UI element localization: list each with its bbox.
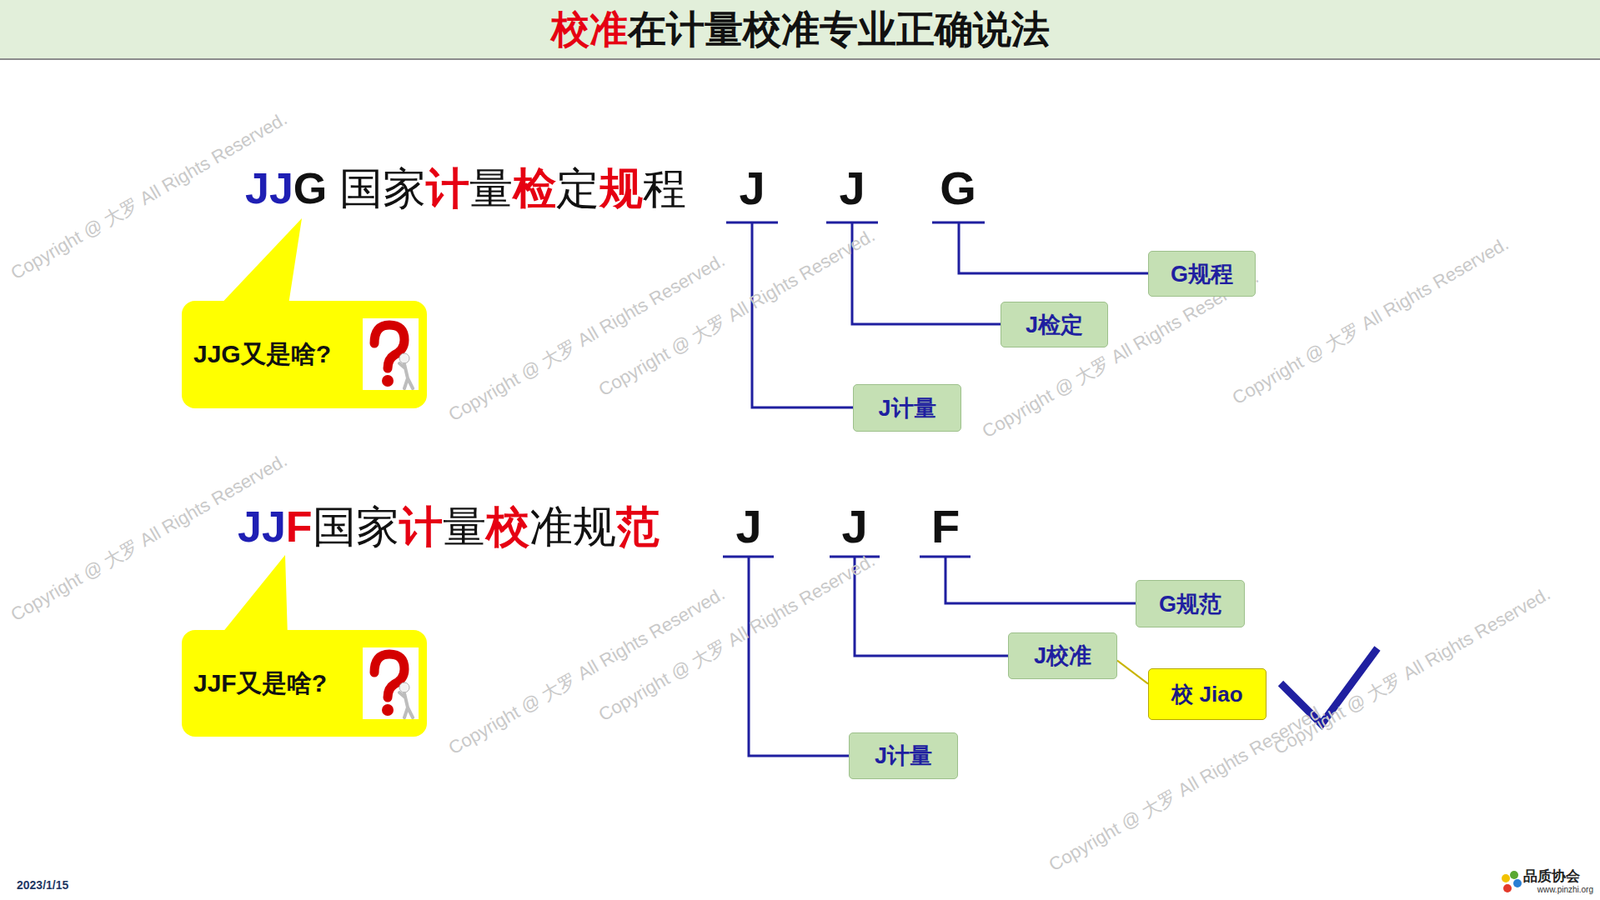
glyph: 准 (781, 7, 820, 51)
title-bar: 校准在计量校准专业正确说法 (0, 0, 1600, 61)
glyph: 程 (642, 164, 687, 213)
glyph: 定 (556, 164, 600, 213)
logo-text: 品质协会 (1523, 867, 1580, 887)
term-box: J计量 (848, 732, 958, 780)
question-callout: JJG又是啥? (181, 300, 427, 409)
code-letter: J (838, 165, 865, 212)
glyph: 量 (442, 502, 487, 552)
glyph: 国 (312, 502, 357, 552)
leader-line (854, 556, 1009, 657)
glyph: 规 (599, 164, 643, 213)
glyph: G (293, 164, 327, 213)
term-box: J校准 (1008, 632, 1118, 680)
glyph: 国 (339, 164, 383, 213)
logo-mark (1501, 871, 1522, 893)
code-letter: F (931, 503, 960, 551)
connector (1117, 661, 1149, 685)
glyph: 量 (704, 7, 743, 51)
term-box: G规程 (1148, 250, 1256, 297)
glyph: J (261, 502, 286, 552)
glyph: J (245, 164, 270, 213)
standard-heading: JJG 国家计量检定规程 (245, 163, 687, 214)
box-text: G规程 (1170, 259, 1234, 290)
callout-tail (215, 218, 302, 311)
glyph: 业 (857, 7, 897, 51)
glyph (326, 164, 339, 213)
box-text: J检定 (1025, 310, 1084, 341)
glyph: 校 (551, 7, 590, 51)
glyph: 专 (819, 7, 858, 51)
glyph: 说 (973, 7, 1012, 51)
callout-tail (218, 555, 288, 638)
question-callout: JJF又是啥? (181, 630, 427, 738)
term-box: J检定 (1000, 301, 1109, 348)
term-box: G规范 (1135, 580, 1245, 628)
code-letter: J (841, 503, 868, 551)
watermark: Copyright @ 大罗 All Rights Reserved. (1270, 583, 1555, 761)
standard-heading: JJF国家计量校准规范 (237, 501, 660, 552)
watermark: Copyright @ 大罗 All Rights Reserved. (1228, 233, 1513, 411)
question-icon (362, 318, 419, 391)
leader-line (958, 222, 1149, 274)
glyph: 家 (356, 502, 400, 552)
glyph: 校 (486, 502, 530, 552)
glyph: 准 (589, 7, 628, 51)
glyph: 准 (529, 502, 573, 552)
glyph: 计 (426, 164, 470, 213)
pinyin-note: 校 Jiao (1148, 668, 1267, 721)
box-text: J校准 (1033, 641, 1092, 672)
glyph: 范 (616, 502, 660, 552)
glyph: 在 (627, 7, 667, 51)
slide-title: 校准在计量校准专业正确说法 (0, 0, 1600, 59)
box-text: JJF又是啥? (193, 667, 327, 702)
leader-line (945, 556, 1136, 604)
box-text: J计量 (874, 741, 933, 772)
watermark: Copyright @ 大罗 All Rights Reserved. (1045, 700, 1330, 878)
box-text: G规范 (1158, 589, 1222, 620)
glyph: 校 (742, 7, 782, 51)
box-text: 校 Jiao (1171, 680, 1243, 710)
logo-url: www.pinzhi.org (1537, 885, 1594, 895)
glyph: 家 (382, 164, 427, 213)
glyph: 计 (666, 7, 705, 51)
glyph: 法 (1011, 7, 1050, 51)
glyph: 量 (469, 164, 513, 213)
letter-underline (722, 556, 971, 559)
code-letter: J (738, 165, 765, 212)
code-letter: J (735, 503, 762, 551)
glyph: 检 (512, 164, 557, 213)
glyph: J (269, 164, 294, 213)
code-letter: G (939, 165, 977, 212)
question-icon (362, 647, 419, 720)
glyph: 正 (896, 7, 935, 51)
date-stamp: 2023/1/15 (16, 878, 69, 893)
glyph: F (285, 502, 313, 552)
glyph: 确 (934, 7, 974, 51)
glyph: J (237, 502, 262, 552)
box-text: JJG又是啥? (193, 337, 332, 372)
glyph: 规 (572, 502, 617, 552)
term-box: J计量 (852, 384, 962, 432)
glyph: 计 (399, 502, 443, 552)
box-text: J计量 (877, 393, 936, 424)
letter-underline (726, 221, 985, 225)
